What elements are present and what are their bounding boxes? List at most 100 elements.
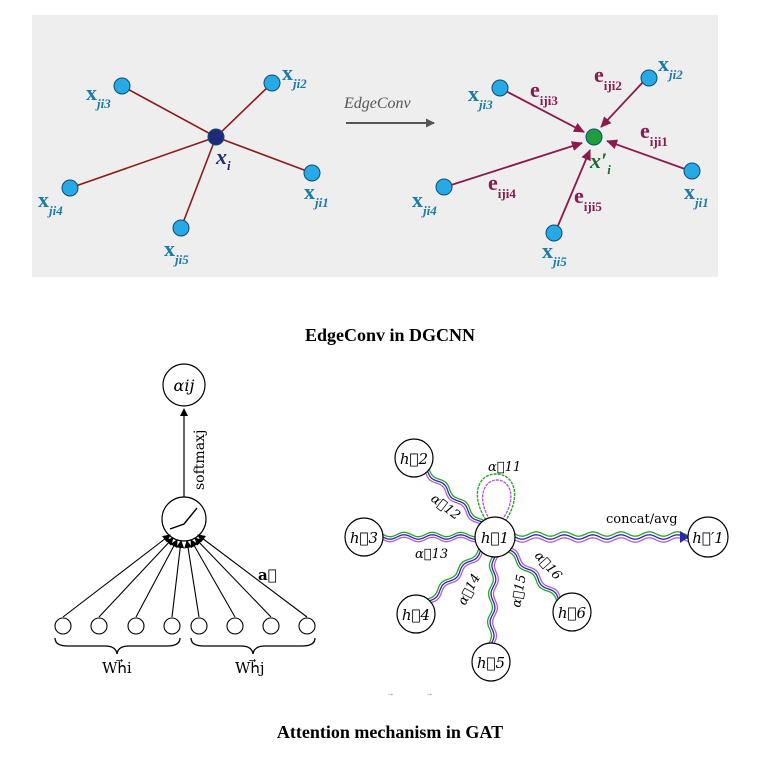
node-h3 <box>344 517 384 557</box>
output-wave-green <box>514 531 689 537</box>
input-group-right-label: Wh⃗j <box>235 658 265 677</box>
input-node <box>127 617 145 635</box>
gat-node-labels: h⃗2 h⃗3 h⃗4 h⃗5 h⃗6 h⃗1 h⃗′1 <box>350 450 724 672</box>
left-graph-nodes <box>61 74 321 237</box>
edge-label-e-iji4: eiji4 <box>488 170 516 201</box>
node-h1-prime-output <box>687 516 729 558</box>
attention-wave-h3-green <box>382 531 476 538</box>
node-x-ji2-right <box>640 69 658 87</box>
edge-label-e-iji1: eiji1 <box>640 118 668 149</box>
input-arrow <box>190 539 236 618</box>
edge-i-j2 <box>215 82 273 138</box>
node-h2 <box>394 438 434 478</box>
output-wave-purple <box>514 537 689 543</box>
gat-nodes <box>344 438 729 682</box>
right-graph-nodes <box>435 69 701 242</box>
attention-wave-h5-purple <box>491 556 499 644</box>
node-x-ji3 <box>113 77 131 95</box>
attention-wave-h3-purple <box>382 536 476 543</box>
node-x-ji4 <box>61 179 79 197</box>
input-node <box>226 617 244 635</box>
attention-wave-paths <box>382 469 689 644</box>
left-graph-labels: xji2 xji3 xji4 xji5 xji1 xi <box>38 60 329 267</box>
concat-avg-label: concat/avg <box>606 512 678 527</box>
multihead-attention-graph: h⃗2 h⃗3 h⃗4 h⃗5 h⃗6 h⃗1 h⃗′1 α⃗11 α⃗12 α… <box>344 438 729 682</box>
input-node <box>163 617 181 635</box>
arrow-j3-to-i <box>499 87 585 133</box>
node-x-ji2 <box>263 74 281 92</box>
edge-i-j4 <box>69 136 217 189</box>
label-h3: h⃗3 <box>350 529 378 547</box>
label-alpha-11: α⃗11 <box>488 460 521 475</box>
caption-gat: Attention mechanism in GAT <box>277 722 503 742</box>
right-graph-node-labels: xji3 xji2 xji1 xji4 xji5 x′i <box>412 51 709 269</box>
label-h4: h⃗4 <box>402 606 430 624</box>
arrow-j2-to-i <box>600 80 645 128</box>
alpha-ij-label: αij <box>174 376 195 395</box>
artifact-mark: ⃗ <box>388 693 393 696</box>
softmax-label: softmaxj <box>192 430 208 490</box>
label-alpha-15: α⃗15 <box>509 573 530 608</box>
edgeconv-panel-background <box>32 15 718 277</box>
label-x-ji5-right: xji5 <box>542 238 567 269</box>
edge-i-j3 <box>121 85 217 138</box>
attention-wave-h5-blue <box>489 556 497 644</box>
arrow-j5-to-i <box>556 149 591 229</box>
attention-unit: αij softmaxj a⃗ <box>54 363 316 677</box>
artifact-mark: ⃗ <box>427 693 432 696</box>
caption-edgeconv: EdgeConv in DGCNN <box>305 325 475 345</box>
brace-left <box>54 637 181 655</box>
attention-wave-h4-green <box>427 548 480 600</box>
brace-right <box>190 637 316 655</box>
node-x-prime-i-center <box>585 128 603 146</box>
output-arrowhead <box>680 531 689 543</box>
input-arrow <box>98 537 174 618</box>
label-x-ji3-right: xji3 <box>468 81 493 112</box>
label-x-ji2-right: xji2 <box>658 51 683 82</box>
label-x-ji4: xji4 <box>38 187 63 218</box>
edge-label-e-iji5: eiji5 <box>574 183 602 214</box>
label-x-ji1-right: xji1 <box>684 179 709 210</box>
arrow-j4-to-i <box>447 141 583 187</box>
attention-wave-h2-green <box>428 469 484 521</box>
input-group-left-label: Wh⃗i <box>102 658 132 677</box>
node-x-ji4-right <box>435 178 453 196</box>
self-loop-green <box>476 473 516 521</box>
label-h1: h⃗1 <box>481 529 509 547</box>
label-x-prime-i-center: x′i <box>589 148 611 177</box>
edge-label-e-iji2: eiji2 <box>594 62 622 93</box>
attention-wave-h6-green <box>508 551 558 601</box>
node-h5 <box>471 642 511 682</box>
weight-vector-a-label: a⃗ <box>258 566 277 584</box>
node-x-ji3-right <box>491 79 509 97</box>
input-arrow <box>197 534 308 618</box>
attention-wave-h2-purple <box>425 472 481 525</box>
input-arrow <box>62 534 171 618</box>
label-x-i-center: xi <box>215 144 231 173</box>
label-alpha-12: α⃗12 <box>428 491 463 523</box>
attention-wave-h3-blue <box>382 534 476 540</box>
input-arrow <box>135 539 178 618</box>
node-x-ji5 <box>172 219 190 237</box>
attention-wave-h6-purple <box>511 547 561 598</box>
right-graph-edge-labels: eiji3 eiji2 eiji1 eiji4 eiji5 <box>488 62 668 214</box>
node-h6 <box>552 592 592 632</box>
node-x-i-center <box>207 128 225 146</box>
label-alpha-16: α⃗16 <box>531 549 564 584</box>
left-graph-edges <box>69 82 313 229</box>
input-node <box>54 617 72 635</box>
label-h5: h⃗5 <box>477 654 505 672</box>
input-arrow <box>184 540 200 618</box>
label-h6: h⃗6 <box>558 604 587 622</box>
label-x-ji2: xji2 <box>282 60 307 91</box>
output-wave-blue <box>514 534 689 540</box>
label-x-ji3: xji3 <box>86 80 111 111</box>
input-arrow <box>171 540 185 618</box>
edgeconv-operation-label: EdgeConv <box>343 95 412 112</box>
node-x-ji1 <box>303 164 321 182</box>
leakyrelu-icon <box>169 507 198 530</box>
activation-node <box>161 496 207 542</box>
input-node <box>262 617 280 635</box>
label-x-ji1: xji1 <box>304 179 329 210</box>
